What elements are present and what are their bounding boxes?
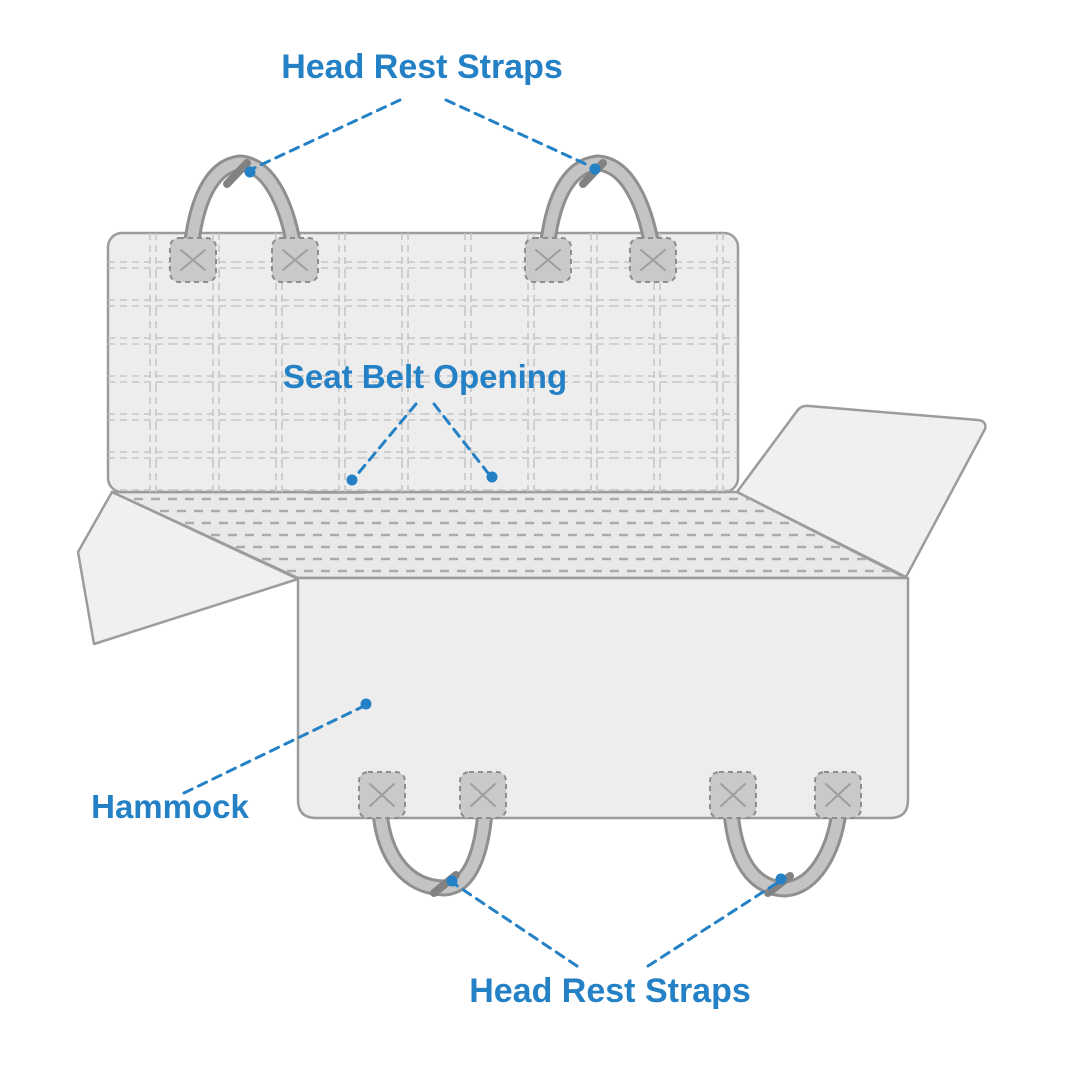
label-head-rest-straps-bottom: Head Rest Straps [469, 972, 751, 1010]
seat-stitch-pattern [112, 492, 906, 578]
leader-dot [589, 163, 601, 175]
label-seat-belt-opening: Seat Belt Opening [283, 358, 567, 395]
leader-line-top-right [444, 98, 592, 168]
label-hammock: Hammock [91, 788, 249, 825]
right-side-flap [735, 404, 987, 579]
leader-dot [360, 698, 372, 710]
head-rest-strap-bottom-left [371, 803, 494, 897]
leader-dot [244, 166, 256, 178]
leader-line-hammock [182, 705, 364, 795]
callout-leaders [182, 98, 787, 968]
hammock-front-panel [296, 576, 910, 820]
leader-line-seatbelt-left [354, 402, 418, 478]
head-rest-strap-top-left [181, 154, 305, 271]
leader-dot [446, 875, 458, 887]
leader-dot [346, 474, 358, 486]
leader-line-bottom-right [646, 881, 779, 968]
leader-dot [486, 471, 498, 483]
leader-dot [775, 873, 787, 885]
top-attachment-tabs [169, 237, 677, 283]
bottom-attachment-tabs [358, 771, 862, 819]
label-head-rest-straps-top: Head Rest Straps [281, 48, 563, 86]
leader-line-top-left [252, 98, 402, 170]
strap-buckle-icon [223, 159, 251, 188]
leader-line-bottom-left [454, 883, 579, 968]
leader-line-seatbelt-right [432, 402, 490, 475]
back-panel-quilt-pattern [108, 233, 738, 492]
